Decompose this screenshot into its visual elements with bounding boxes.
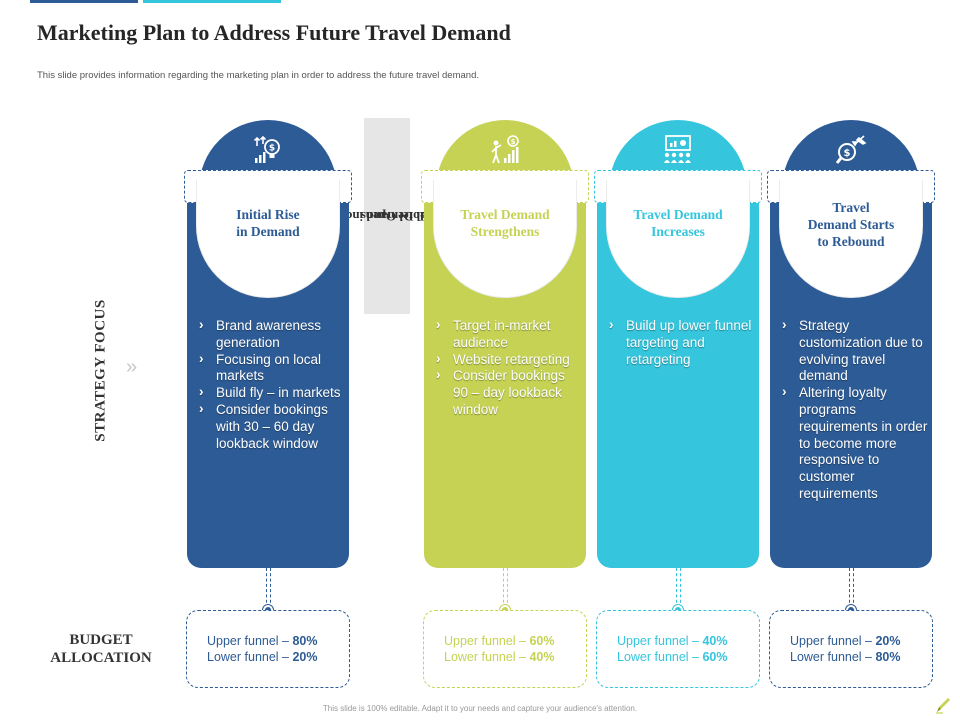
strategy-bullet-list: Strategy customization due to evolving t… bbox=[780, 317, 928, 503]
strategy-bullet: Altering loyalty programs requirements i… bbox=[780, 384, 928, 503]
lower-funnel-percent: 40% bbox=[529, 650, 555, 664]
strategy-bullet: Strategy customization due to evolving t… bbox=[780, 317, 928, 385]
upper-funnel-line: Upper funnel – 40% bbox=[617, 633, 759, 650]
slide-footer-note: This slide is 100% editable. Adapt it to… bbox=[322, 704, 638, 713]
upper-funnel-label: Upper funnel – bbox=[790, 633, 876, 648]
strategy-focus-label: STRATEGY FOCUS bbox=[86, 298, 116, 442]
strategy-focus-text: STRATEGY FOCUS bbox=[92, 298, 109, 442]
lightbulb-dollar-icon: $ bbox=[253, 135, 280, 163]
column-connector bbox=[503, 568, 508, 608]
upper-funnel-percent: 60% bbox=[529, 633, 555, 648]
top-accent-bar-light bbox=[143, 0, 281, 3]
stage-heading-line: Demand Starts bbox=[807, 217, 895, 232]
pencil-logo-icon bbox=[936, 698, 950, 714]
top-accent-bar-dark bbox=[30, 0, 138, 3]
strategy-bullet-list: Target in-market audience Website retarg… bbox=[434, 317, 582, 419]
stage-heading-line: Strengthens bbox=[470, 224, 540, 239]
strategy-bullet: Focusing on local markets bbox=[197, 351, 345, 386]
lower-funnel-percent: 20% bbox=[292, 650, 318, 664]
stage-heading: Travel Demand Starts to Rebound bbox=[780, 199, 922, 250]
column-connector bbox=[266, 568, 271, 608]
lower-funnel-label: Lower funnel – bbox=[207, 650, 293, 664]
stage-heading: Initial Rise in Demand bbox=[197, 206, 339, 240]
upper-funnel-percent: 20% bbox=[875, 633, 901, 648]
budget-allocation-line2: ALLOCATION bbox=[50, 650, 152, 666]
budget-box-month-1: Upper funnel – 80% Lower funnel – 20% bbox=[186, 610, 350, 688]
strategy-bullet: Target in-market audience bbox=[434, 317, 582, 352]
stage-heading-line: in Demand bbox=[236, 224, 300, 239]
budget-box-month-3: Upper funnel – 40% Lower funnel – 60% bbox=[596, 610, 760, 688]
budget-box-months-4-6: Upper funnel – 20% Lower funnel – 80% bbox=[769, 610, 933, 688]
stage-heading-line: Travel bbox=[832, 200, 870, 215]
stage-circle: Initial Rise in Demand bbox=[196, 180, 340, 298]
upper-funnel-label: Upper funnel – bbox=[207, 633, 293, 648]
upper-funnel-percent: 80% bbox=[292, 633, 318, 648]
stage-heading-line: Travel Demand bbox=[460, 207, 550, 222]
column-connector bbox=[849, 568, 854, 608]
budget-allocation-label: BUDGET ALLOCATION bbox=[36, 631, 166, 667]
lower-funnel-percent: 80% bbox=[875, 650, 901, 664]
growth-chart-person-icon: $ bbox=[491, 135, 519, 164]
travel-demand-note: Travel Demand increases / Hotel Opens bbox=[306, 118, 452, 314]
strategy-bullet-list: Brand awareness generation Focusing on l… bbox=[197, 317, 345, 452]
stage-heading: Travel Demand Strengthens bbox=[434, 206, 576, 240]
upper-funnel-line: Upper funnel – 80% bbox=[207, 633, 349, 650]
slide-title: Marketing Plan to Address Future Travel … bbox=[37, 20, 511, 45]
svg-text:$: $ bbox=[269, 144, 275, 154]
audience-presentation-icon bbox=[664, 135, 691, 163]
lower-funnel-line: Lower funnel – 60% bbox=[617, 649, 759, 666]
stage-heading-line: Initial Rise bbox=[236, 207, 300, 222]
slide-subtitle: This slide provides information regardin… bbox=[37, 70, 479, 81]
budget-box-month-2: Upper funnel – 60% Lower funnel – 40% bbox=[423, 610, 587, 688]
stage-heading-line: Travel Demand bbox=[633, 207, 723, 222]
lower-funnel-label: Lower funnel – bbox=[617, 650, 703, 664]
strategy-bullet-list: Build up lower funnel targeting and reta… bbox=[607, 317, 755, 368]
lower-funnel-label: Lower funnel – bbox=[444, 650, 530, 664]
lower-funnel-percent: 60% bbox=[702, 650, 728, 664]
strategy-bullet: Consider bookings with 30 – 60 day lookb… bbox=[197, 401, 345, 452]
upper-funnel-label: Upper funnel – bbox=[444, 633, 530, 648]
svg-text:$: $ bbox=[511, 138, 516, 146]
budget-allocation-line1: BUDGET bbox=[69, 632, 133, 648]
stage-circle: Travel Demand Strengthens bbox=[433, 180, 577, 298]
lower-funnel-label: Lower funnel – bbox=[790, 650, 876, 664]
upper-funnel-percent: 40% bbox=[702, 633, 728, 648]
travel-search-icon: $ bbox=[835, 135, 867, 164]
stage-heading-line: to Rebound bbox=[817, 234, 885, 249]
upper-funnel-line: Upper funnel – 60% bbox=[444, 633, 586, 650]
stage-heading: Travel Demand Increases bbox=[607, 206, 749, 240]
svg-text:$: $ bbox=[844, 148, 851, 159]
column-connector bbox=[676, 568, 681, 608]
strategy-bullet: Consider bookings 90 – day lookback wind… bbox=[434, 367, 582, 418]
lower-funnel-line: Lower funnel – 80% bbox=[790, 649, 932, 666]
lower-funnel-line: Lower funnel – 20% bbox=[207, 649, 349, 666]
stage-circle: Travel Demand Starts to Rebound bbox=[779, 180, 923, 298]
stage-heading-line: Increases bbox=[651, 224, 705, 239]
chevron-right-icon: » bbox=[126, 356, 137, 378]
upper-funnel-label: Upper funnel – bbox=[617, 633, 703, 648]
strategy-bullet: Brand awareness generation bbox=[197, 317, 345, 352]
strategy-bullet: Website retargeting bbox=[434, 351, 582, 369]
strategy-bullet: Build up lower funnel targeting and reta… bbox=[607, 317, 755, 368]
upper-funnel-line: Upper funnel – 20% bbox=[790, 633, 932, 650]
lower-funnel-line: Lower funnel – 40% bbox=[444, 649, 586, 666]
strategy-bullet: Build fly – in markets bbox=[197, 384, 345, 402]
